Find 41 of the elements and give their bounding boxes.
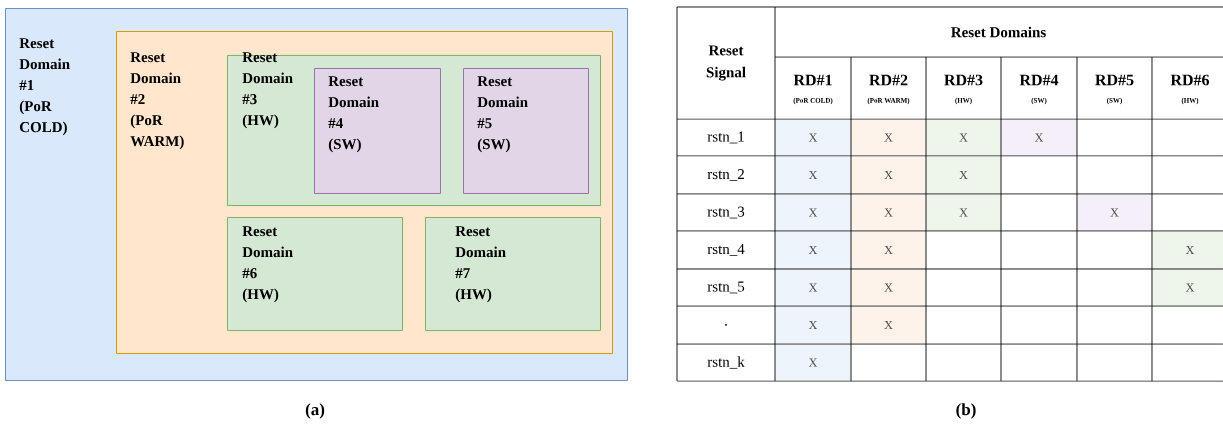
table-cell: rstn_k bbox=[707, 356, 745, 369]
table-cell: X bbox=[926, 156, 1001, 194]
table-cell: X bbox=[1001, 119, 1077, 156]
table-cell: X bbox=[775, 231, 851, 269]
domain-box: Reset Domain #4 (SW) bbox=[314, 68, 441, 194]
table-cell: X bbox=[775, 306, 851, 344]
table-cell: rstn_4 bbox=[707, 244, 745, 256]
table-cell: rstn_2 bbox=[707, 169, 744, 181]
domain-box: Reset Domain #7 (HW) bbox=[425, 217, 601, 331]
table-cell: rstn_1 bbox=[707, 131, 744, 144]
table-header: RD#3 bbox=[944, 74, 983, 86]
table-cell: X bbox=[1077, 194, 1152, 231]
table-cell: X bbox=[851, 156, 926, 194]
table-cell: X bbox=[1152, 231, 1223, 269]
table-cell: X bbox=[851, 231, 926, 269]
table-header: RD#2 bbox=[869, 74, 908, 86]
table-cell: X bbox=[775, 119, 851, 156]
table-cell: X bbox=[775, 269, 851, 306]
table-header: RD#1 bbox=[793, 74, 832, 86]
table-header: RD#4 bbox=[1019, 74, 1059, 86]
table-cell: X bbox=[851, 119, 926, 156]
table-header: RD#5 bbox=[1095, 74, 1134, 86]
table-cell: rstn_5 bbox=[707, 281, 745, 294]
table-cell: X bbox=[775, 194, 851, 231]
table-cell: X bbox=[851, 194, 926, 231]
domain-box: Reset Domain #6 (HW) bbox=[227, 217, 403, 331]
table-header: RD#6 bbox=[1170, 74, 1210, 86]
table-header: Reset Domains bbox=[951, 26, 1046, 38]
table-header: Reset Signal bbox=[706, 45, 746, 81]
table-cell: X bbox=[851, 306, 926, 344]
table-cell: X bbox=[926, 119, 1001, 156]
table-cell: X bbox=[775, 156, 851, 194]
table-cell: rstn_3 bbox=[707, 206, 745, 219]
table-cell: X bbox=[1152, 269, 1223, 306]
panel-label: (a) bbox=[305, 403, 325, 419]
domain-box: Reset Domain #5 (SW) bbox=[463, 68, 589, 194]
panel-label: (b) bbox=[956, 403, 976, 419]
table-cell: X bbox=[775, 344, 851, 381]
table-cell: . bbox=[725, 324, 727, 326]
table-cell: X bbox=[926, 194, 1001, 231]
table-cell: X bbox=[851, 269, 926, 306]
